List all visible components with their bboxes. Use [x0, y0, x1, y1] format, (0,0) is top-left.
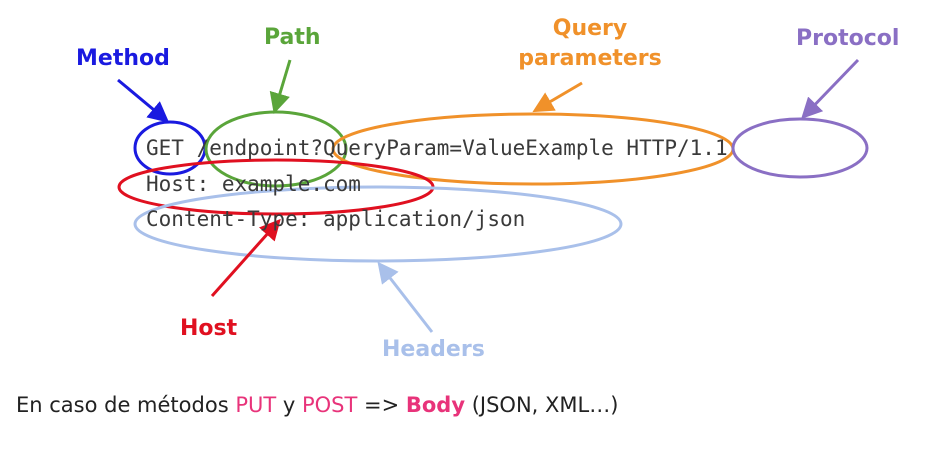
footer-suffix: (JSON, XML…)	[465, 393, 619, 417]
method-label: Method	[76, 46, 170, 71]
footer-put: PUT	[235, 393, 277, 417]
host-arrow	[210, 218, 281, 297]
headers-label: Headers	[382, 337, 485, 362]
footer-post: POST	[301, 393, 358, 417]
host-label: Host	[180, 316, 238, 341]
protocol-ellipse	[731, 117, 869, 179]
footer-prefix: En caso de métodos	[16, 393, 236, 417]
request-line: GET /endpoint?QueryParam=ValueExample HT…	[146, 136, 728, 160]
content-type-header-line: Content-Type: application/json	[146, 207, 526, 231]
headers-ellipse	[133, 185, 623, 263]
query-label-line1: Query	[552, 16, 628, 41]
footer-and: y	[276, 393, 302, 417]
protocol-label: Protocol	[796, 26, 900, 51]
query-label-line2: parameters	[518, 46, 662, 71]
path-arrow	[269, 59, 292, 115]
host-header-line: Host: example.com	[146, 172, 361, 196]
path-label: Path	[264, 25, 321, 50]
footer-arrow: =>	[357, 393, 406, 417]
query-arrow	[532, 81, 583, 113]
protocol-arrow	[801, 58, 860, 120]
footer-body: Body	[405, 393, 466, 417]
query-parameters-label: Query parameters	[490, 14, 690, 74]
footer-note: En caso de métodos PUT y POST => Body (J…	[16, 393, 618, 417]
method-arrow	[117, 78, 170, 123]
headers-arrow	[377, 261, 434, 333]
